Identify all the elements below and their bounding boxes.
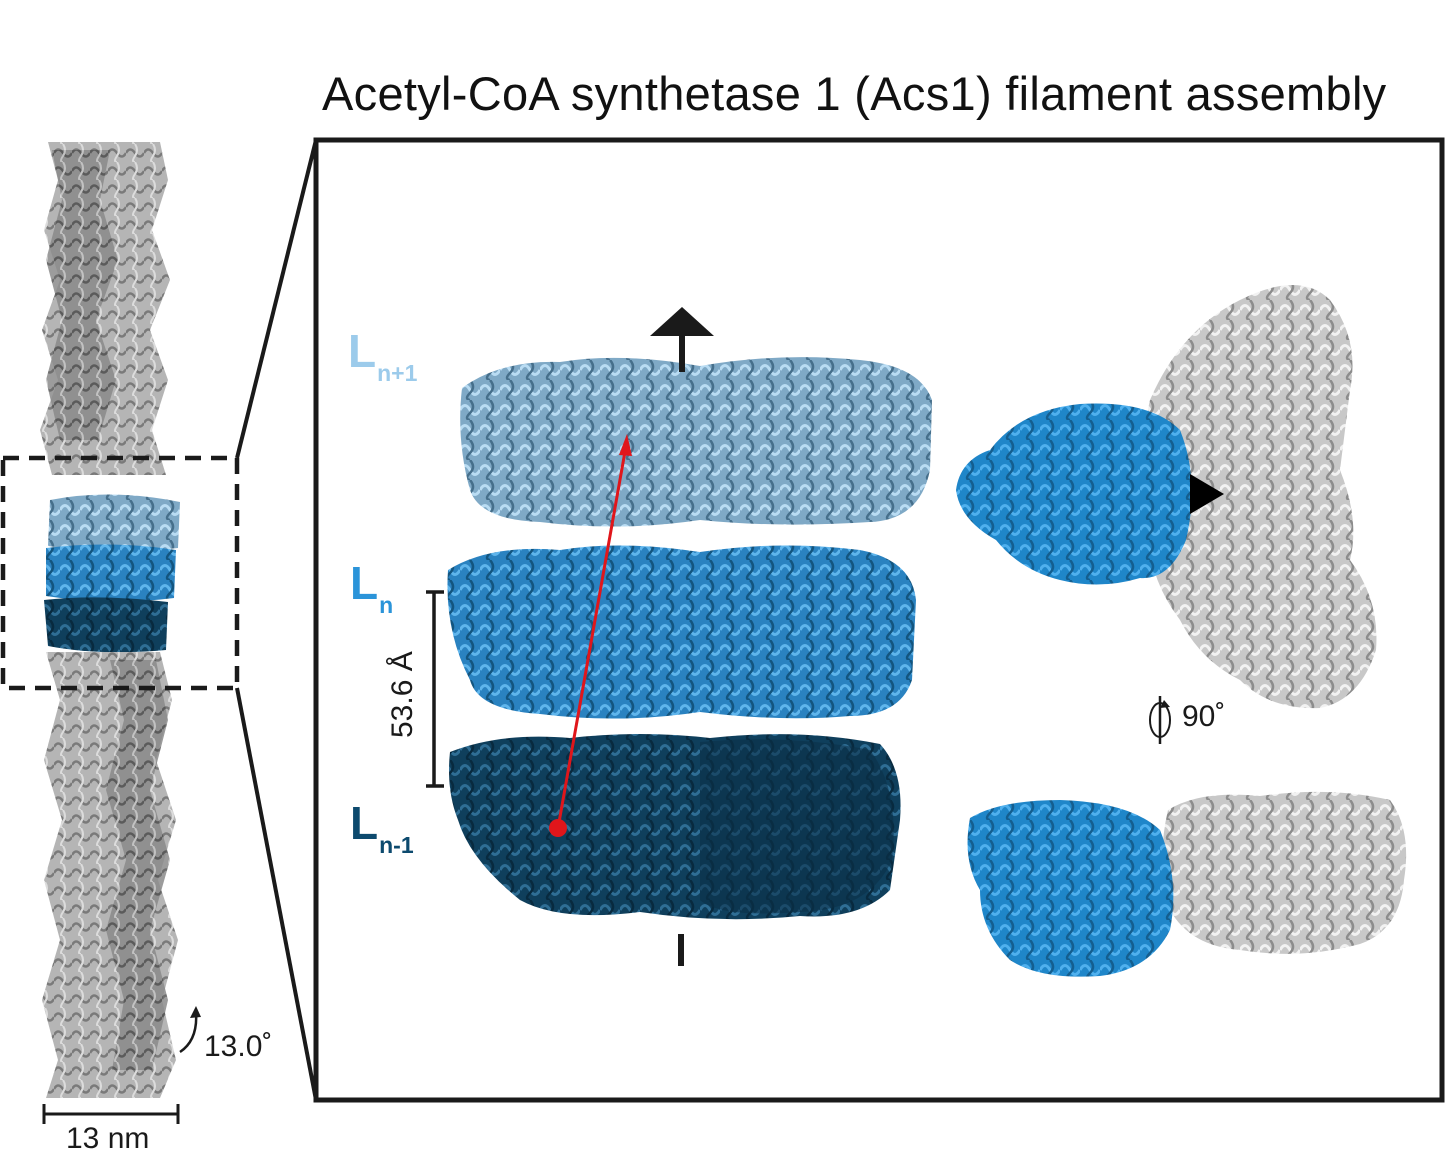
axis-arrow-icon (650, 307, 714, 966)
threefold-triangle-icon (1190, 474, 1224, 514)
protomer-layer-n-plus-1 (460, 357, 932, 527)
filament-overview (0, 142, 240, 1098)
twist-arrow-icon (179, 1011, 198, 1054)
rotation-label: 90˚ (1182, 700, 1226, 733)
filament-layer-n (46, 544, 176, 602)
zoom-line-top (235, 139, 318, 459)
trimer-top-view (956, 285, 1377, 709)
zoom-box (0, 455, 240, 691)
dimer-side-view (967, 791, 1407, 977)
gray-protomer-side (1162, 791, 1407, 954)
gray-protomers-top (1146, 285, 1377, 709)
filament-layer-n-plus-1 (48, 494, 180, 552)
layer-label-n: Ln (350, 557, 394, 618)
width-scale-bar (42, 1104, 180, 1124)
rotation-icon (1149, 696, 1171, 744)
blue-protomer-side (967, 800, 1174, 977)
rise-label: 53.6 Å (386, 651, 419, 738)
twist-label: 13.0˚ (204, 1030, 273, 1063)
rise-arrow (549, 434, 632, 837)
layer-label-n-plus-1: Ln+1 (348, 325, 418, 386)
zoom-panel (313, 137, 1445, 1103)
figure-title: Acetyl-CoA synthetase 1 (Acs1) filament … (322, 67, 1387, 120)
filament-layer-n-minus-1 (44, 597, 168, 653)
blue-protomer-top (956, 403, 1192, 585)
layer-label-n-minus-1: Ln-1 (350, 797, 414, 858)
protomer-layer-n (447, 545, 916, 719)
width-scale-label: 13 nm (66, 1122, 150, 1155)
rise-scale-bar (426, 590, 444, 788)
filament-side-view (447, 357, 932, 920)
zoom-line-bottom (235, 687, 318, 1101)
